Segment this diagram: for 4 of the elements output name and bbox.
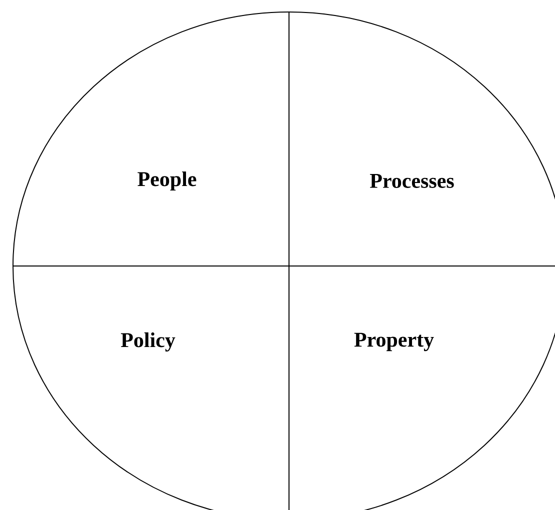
quadrant-label: Property bbox=[354, 332, 434, 352]
quadrant-label: Policy bbox=[120, 332, 176, 352]
quadrant-label: Processes bbox=[370, 174, 454, 188]
quadrant-label: People bbox=[138, 171, 196, 190]
